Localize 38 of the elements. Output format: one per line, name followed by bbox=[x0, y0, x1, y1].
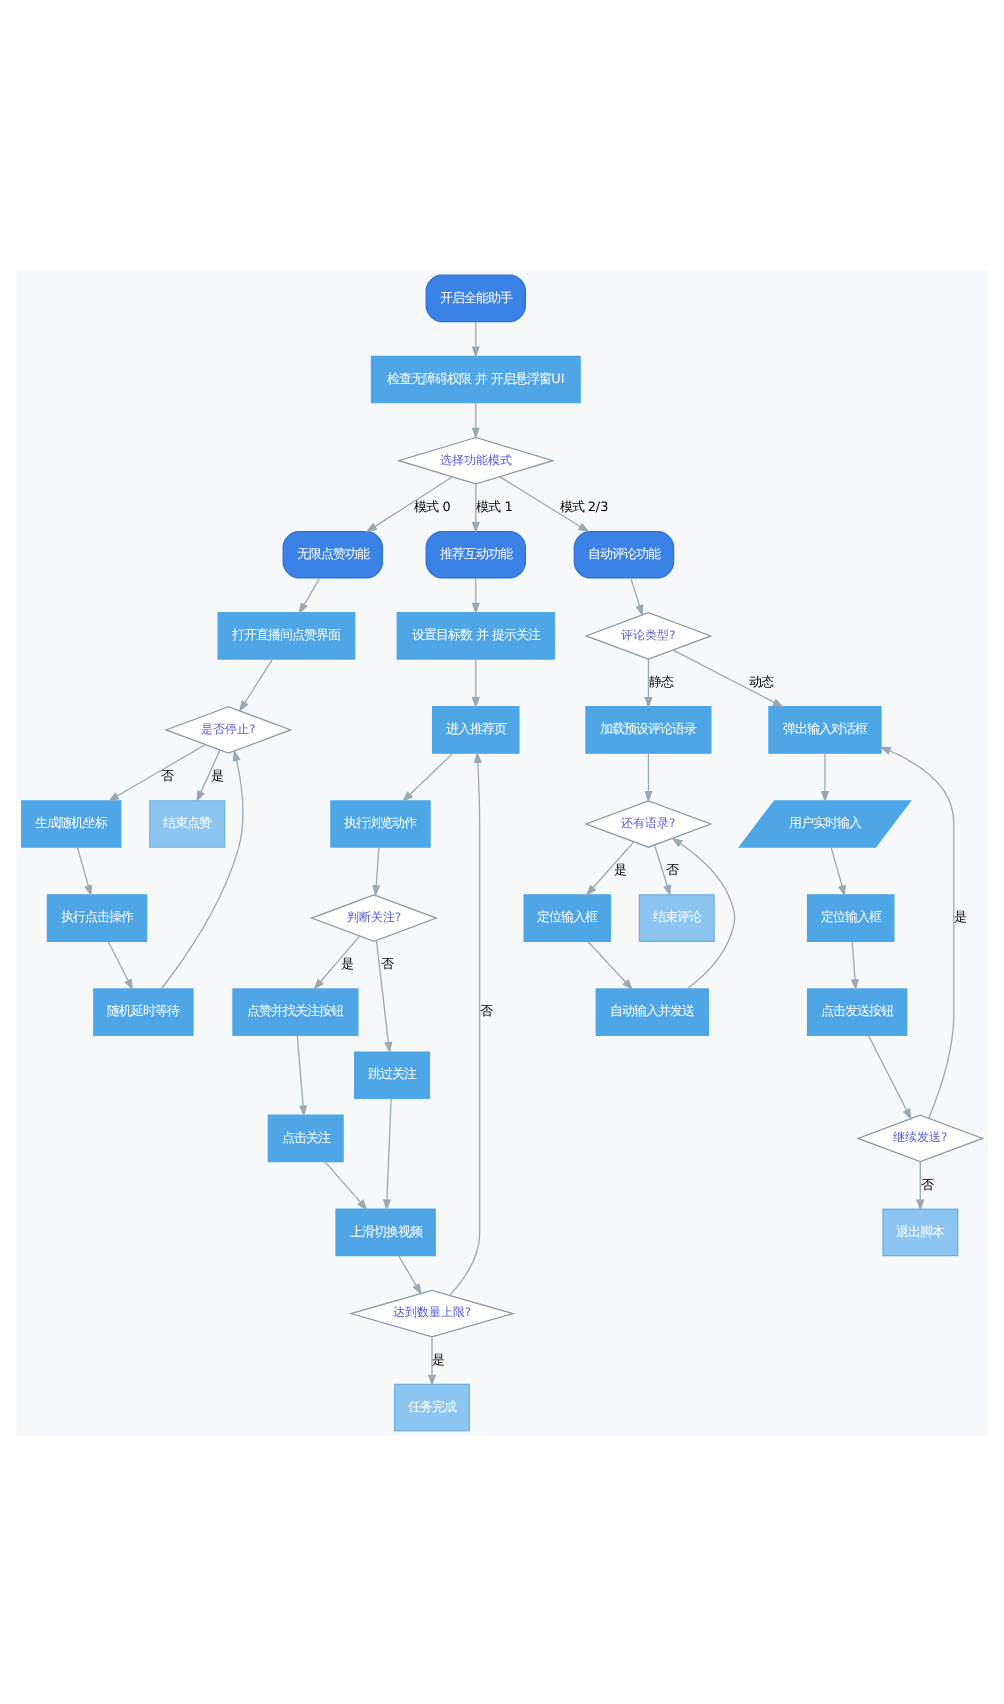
arrow bbox=[916, 1160, 925, 1211]
arrow bbox=[499, 475, 590, 532]
arrow bbox=[471, 657, 480, 708]
arrow bbox=[365, 475, 453, 532]
arrow bbox=[107, 939, 134, 990]
arrow bbox=[879, 745, 955, 1118]
arrow bbox=[298, 576, 321, 614]
arrow bbox=[830, 845, 846, 896]
arrow bbox=[585, 840, 635, 896]
arrow bbox=[471, 576, 480, 614]
arrow bbox=[653, 843, 671, 896]
arrow bbox=[644, 751, 653, 802]
arrow bbox=[372, 845, 381, 896]
arrow bbox=[672, 648, 785, 707]
arrow bbox=[296, 1033, 308, 1117]
arrow bbox=[398, 1254, 422, 1295]
arrow bbox=[375, 939, 393, 1053]
arrow bbox=[471, 320, 480, 358]
arrow bbox=[449, 750, 482, 1295]
arrow bbox=[324, 1160, 368, 1210]
arrow bbox=[850, 939, 859, 990]
arrow bbox=[238, 657, 274, 712]
arrow bbox=[313, 934, 361, 990]
arrow bbox=[671, 836, 736, 989]
arrow bbox=[630, 576, 644, 616]
arrow bbox=[471, 482, 480, 533]
arrow bbox=[587, 939, 634, 990]
arrow bbox=[427, 1335, 437, 1386]
arrow bbox=[867, 1033, 912, 1120]
arrow bbox=[471, 401, 480, 439]
arrow bbox=[644, 657, 653, 708]
arrow bbox=[382, 1097, 392, 1210]
arrow bbox=[196, 748, 221, 802]
arrow bbox=[401, 751, 454, 802]
arrow bbox=[820, 751, 829, 802]
arrow bbox=[76, 845, 93, 896]
arrow bbox=[160, 748, 244, 989]
arrow bbox=[107, 743, 206, 801]
